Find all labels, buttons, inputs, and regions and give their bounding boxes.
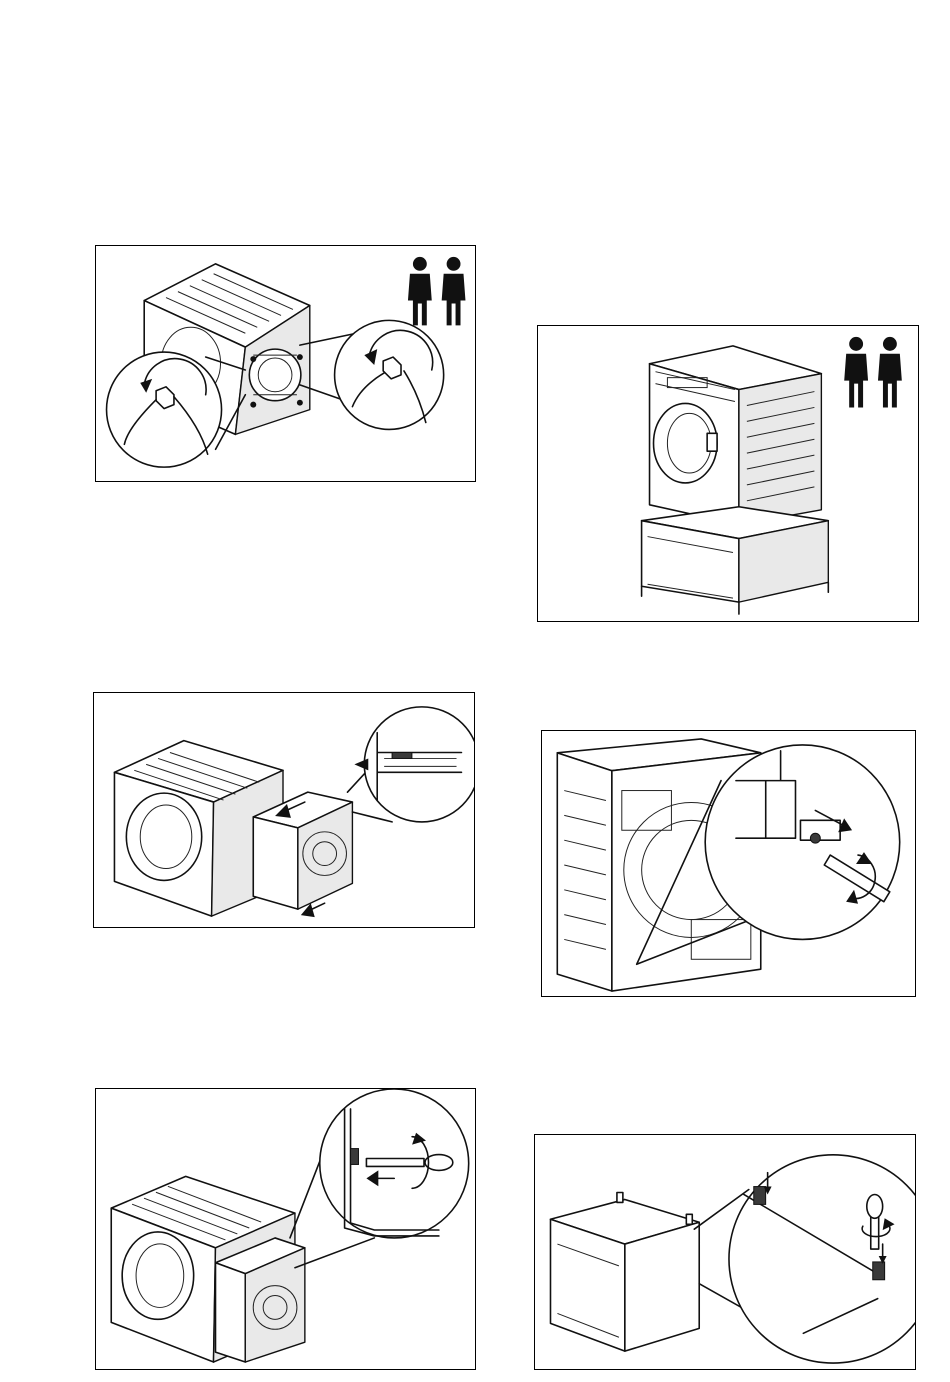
zoom-circle-screw — [705, 745, 900, 940]
figure-fit-pedestal-brackets — [534, 1134, 916, 1370]
two-person-lift-icon — [844, 337, 902, 408]
screwdriver-icon — [366, 1159, 424, 1167]
illustration-remove-transit-bolts — [96, 246, 475, 481]
two-person-lift-icon — [408, 257, 466, 325]
figure-unscrew-back-panel — [541, 730, 916, 997]
figure-washer-on-pedestal — [537, 325, 919, 622]
illustration-unscrew-rear-bracket — [96, 1089, 475, 1369]
illustration-remove-rear-panel — [94, 693, 474, 927]
zoom-circle-left — [107, 352, 222, 467]
zoom-circle-panel-edge — [364, 707, 474, 822]
illustration-washer-on-pedestal — [538, 326, 918, 621]
figure-unscrew-rear-bracket — [95, 1088, 476, 1370]
screwdriver-icon — [871, 1214, 879, 1249]
illustration-unscrew-back-panel — [542, 731, 915, 996]
figure-remove-transit-bolts — [95, 245, 476, 482]
figure-remove-rear-panel — [93, 692, 475, 928]
illustration-fit-pedestal-brackets — [535, 1135, 915, 1369]
